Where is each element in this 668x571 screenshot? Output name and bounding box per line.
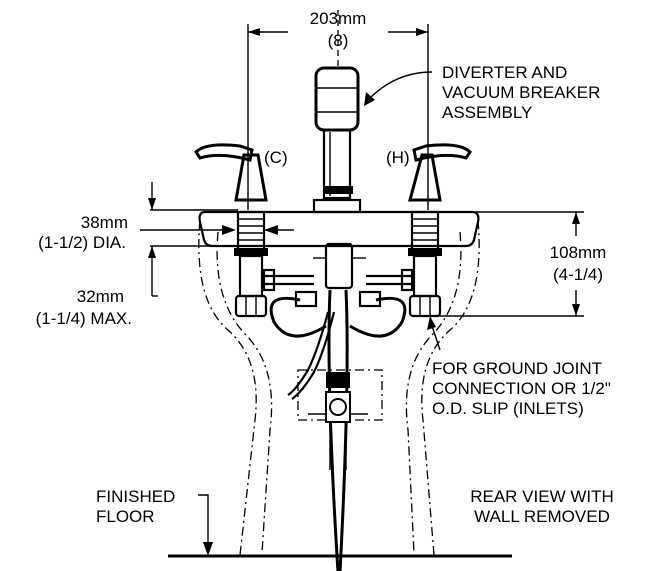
width-in-label: (8) xyxy=(328,31,349,50)
height-mm-label: 108mm xyxy=(550,243,607,262)
floor-label-line1: FINISHED xyxy=(96,487,175,506)
inlet-label-line3: O.D. SLIP (INLETS) xyxy=(432,399,584,418)
hot-valve xyxy=(408,143,472,318)
pedestal-outline xyxy=(198,219,480,556)
width-dimension xyxy=(247,24,429,210)
drain-assembly xyxy=(308,372,368,470)
diameter-mm-label: 38mm xyxy=(81,213,128,232)
view-label-line1: REAR VIEW WITH xyxy=(470,487,614,506)
width-mm-label: 203mm xyxy=(310,9,367,28)
height-dimension xyxy=(430,211,584,317)
cold-valve xyxy=(194,143,268,318)
diverter-assembly xyxy=(312,66,366,290)
diameter-in-label: (1-1/2) DIA. xyxy=(38,233,126,252)
diverter-label-line1: DIVERTER AND xyxy=(442,63,567,82)
inlet-label-line2: CONNECTION OR 1/2" xyxy=(432,379,611,398)
inlet-label-line1: FOR GROUND JOINT xyxy=(432,359,602,378)
height-in-label: (4-1/4) xyxy=(553,265,603,284)
cold-label: (C) xyxy=(264,148,288,167)
max-mm-label: 32mm xyxy=(77,287,124,306)
view-label-line2: WALL REMOVED xyxy=(474,507,610,526)
floor-label-line2: FLOOR xyxy=(96,507,155,526)
diverter-label-line3: ASSEMBLY xyxy=(442,103,532,122)
left-dimensions xyxy=(140,182,294,297)
hot-label: (H) xyxy=(386,148,410,167)
basin-deck xyxy=(198,210,480,248)
leader-lines xyxy=(198,71,441,556)
max-in-label: (1-1/4) MAX. xyxy=(36,309,132,328)
diverter-label-line2: VACUUM BREAKER xyxy=(442,83,600,102)
